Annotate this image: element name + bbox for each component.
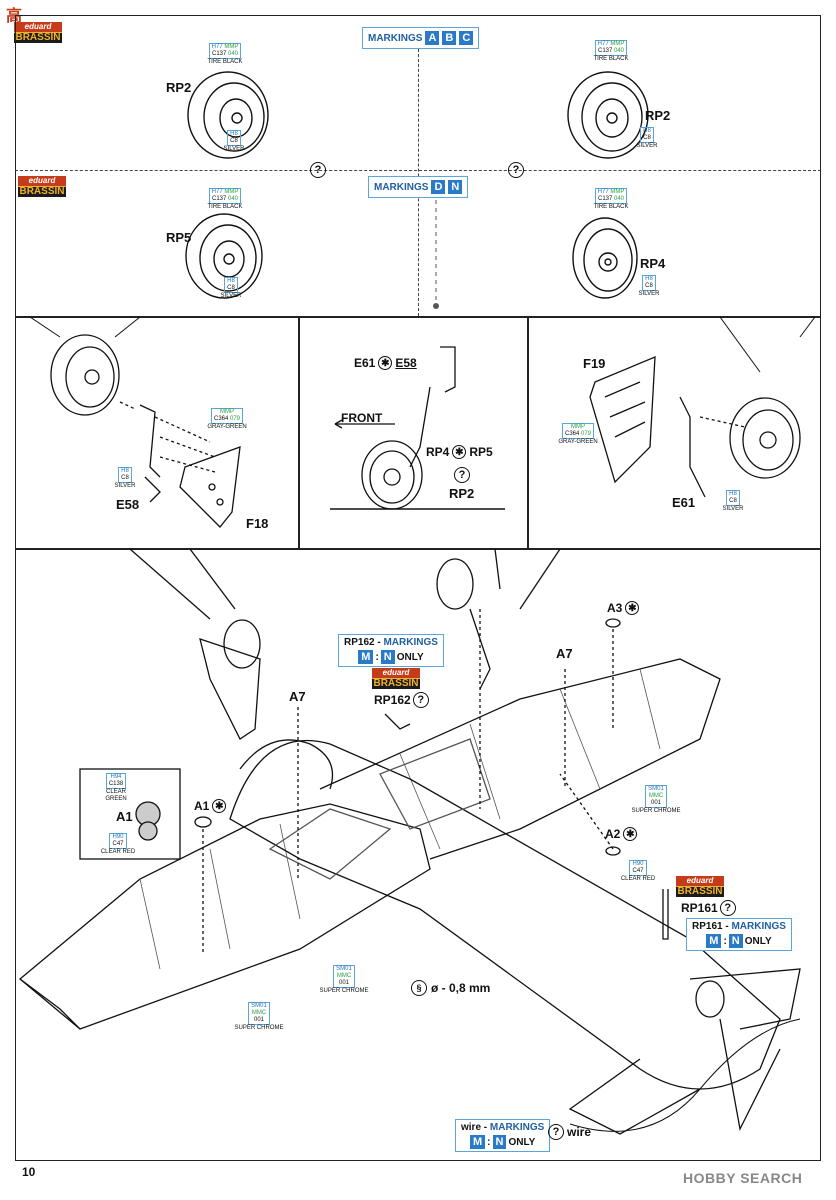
part-a7-right: A7	[556, 646, 573, 661]
aircraft-drawing	[18, 549, 801, 1135]
part-a2: A2✱	[605, 827, 638, 841]
question-icon-right: ?	[508, 162, 524, 178]
drill-note: §ø - 0,8 mm	[411, 980, 490, 996]
part-a7-left: A7	[289, 689, 306, 704]
part-a1: A1✱	[194, 799, 227, 813]
part-rp4: RP4	[640, 256, 666, 271]
question-icon: ?	[719, 900, 736, 916]
part-rp2-right: RP2	[645, 108, 671, 123]
brassin-logo-top: eduard BRASSIN	[14, 22, 62, 43]
cement-icon: ✱	[212, 799, 227, 813]
part-f19: F19	[583, 356, 606, 371]
gear-panel-center	[299, 317, 528, 549]
wire-label: ?wire	[548, 1124, 591, 1140]
cement-icon: ✱	[378, 356, 393, 370]
drill-icon: §	[411, 980, 427, 996]
center-e61-e58: E61✱E58	[354, 356, 417, 370]
rp161-label: RP161?	[681, 900, 736, 916]
markings-abc-label: MARKINGS A B C	[362, 27, 480, 49]
part-f18: F18	[246, 516, 269, 531]
gear-drawings	[29, 317, 816, 528]
brassin-logo-rp161: eduard BRASSIN	[676, 876, 724, 897]
wheels-drawing	[185, 71, 649, 309]
wheels-panel	[15, 15, 821, 317]
site-logo: 高	[6, 8, 23, 25]
question-icon-center: ?	[454, 467, 470, 483]
part-rp2-left: RP2	[166, 80, 192, 95]
markings-dn-label: MARKINGS D N	[368, 176, 469, 198]
wheel-rp5	[185, 213, 263, 299]
center-rp4-rp5: RP4✱RP5	[426, 445, 493, 459]
part-e58-left: E58	[116, 497, 140, 512]
gear-panel-right	[528, 317, 821, 549]
front-label: FRONT	[341, 411, 383, 425]
part-rp2-center: RP2	[449, 486, 475, 501]
question-icon-left: ?	[310, 162, 326, 178]
wheel-rp2-right	[567, 71, 649, 159]
part-e61-right: E61	[672, 495, 696, 510]
divider-horizontal	[15, 170, 821, 171]
part-a3: A3✱	[607, 601, 640, 615]
cement-icon: ✱	[452, 445, 467, 459]
page-number: 10	[22, 1165, 36, 1179]
aircraft-panel	[15, 549, 821, 1161]
question-icon: ?	[548, 1124, 564, 1140]
part-rp5: RP5	[166, 230, 192, 245]
rp162-label: RP162?	[374, 692, 429, 708]
brassin-logo-rp162: eduard BRASSIN	[372, 668, 420, 689]
cement-icon: ✱	[625, 601, 640, 615]
brassin-logo-mid: eduard BRASSIN	[18, 176, 66, 197]
cement-icon: ✱	[623, 827, 638, 841]
wheel-rp2-left	[187, 71, 269, 159]
question-icon: ?	[412, 692, 429, 708]
part-a1-inset: A1	[116, 809, 133, 824]
watermark: HOBBY SEARCH	[683, 1170, 803, 1186]
wheel-rp4	[572, 217, 638, 299]
gear-panel-left	[15, 317, 299, 549]
